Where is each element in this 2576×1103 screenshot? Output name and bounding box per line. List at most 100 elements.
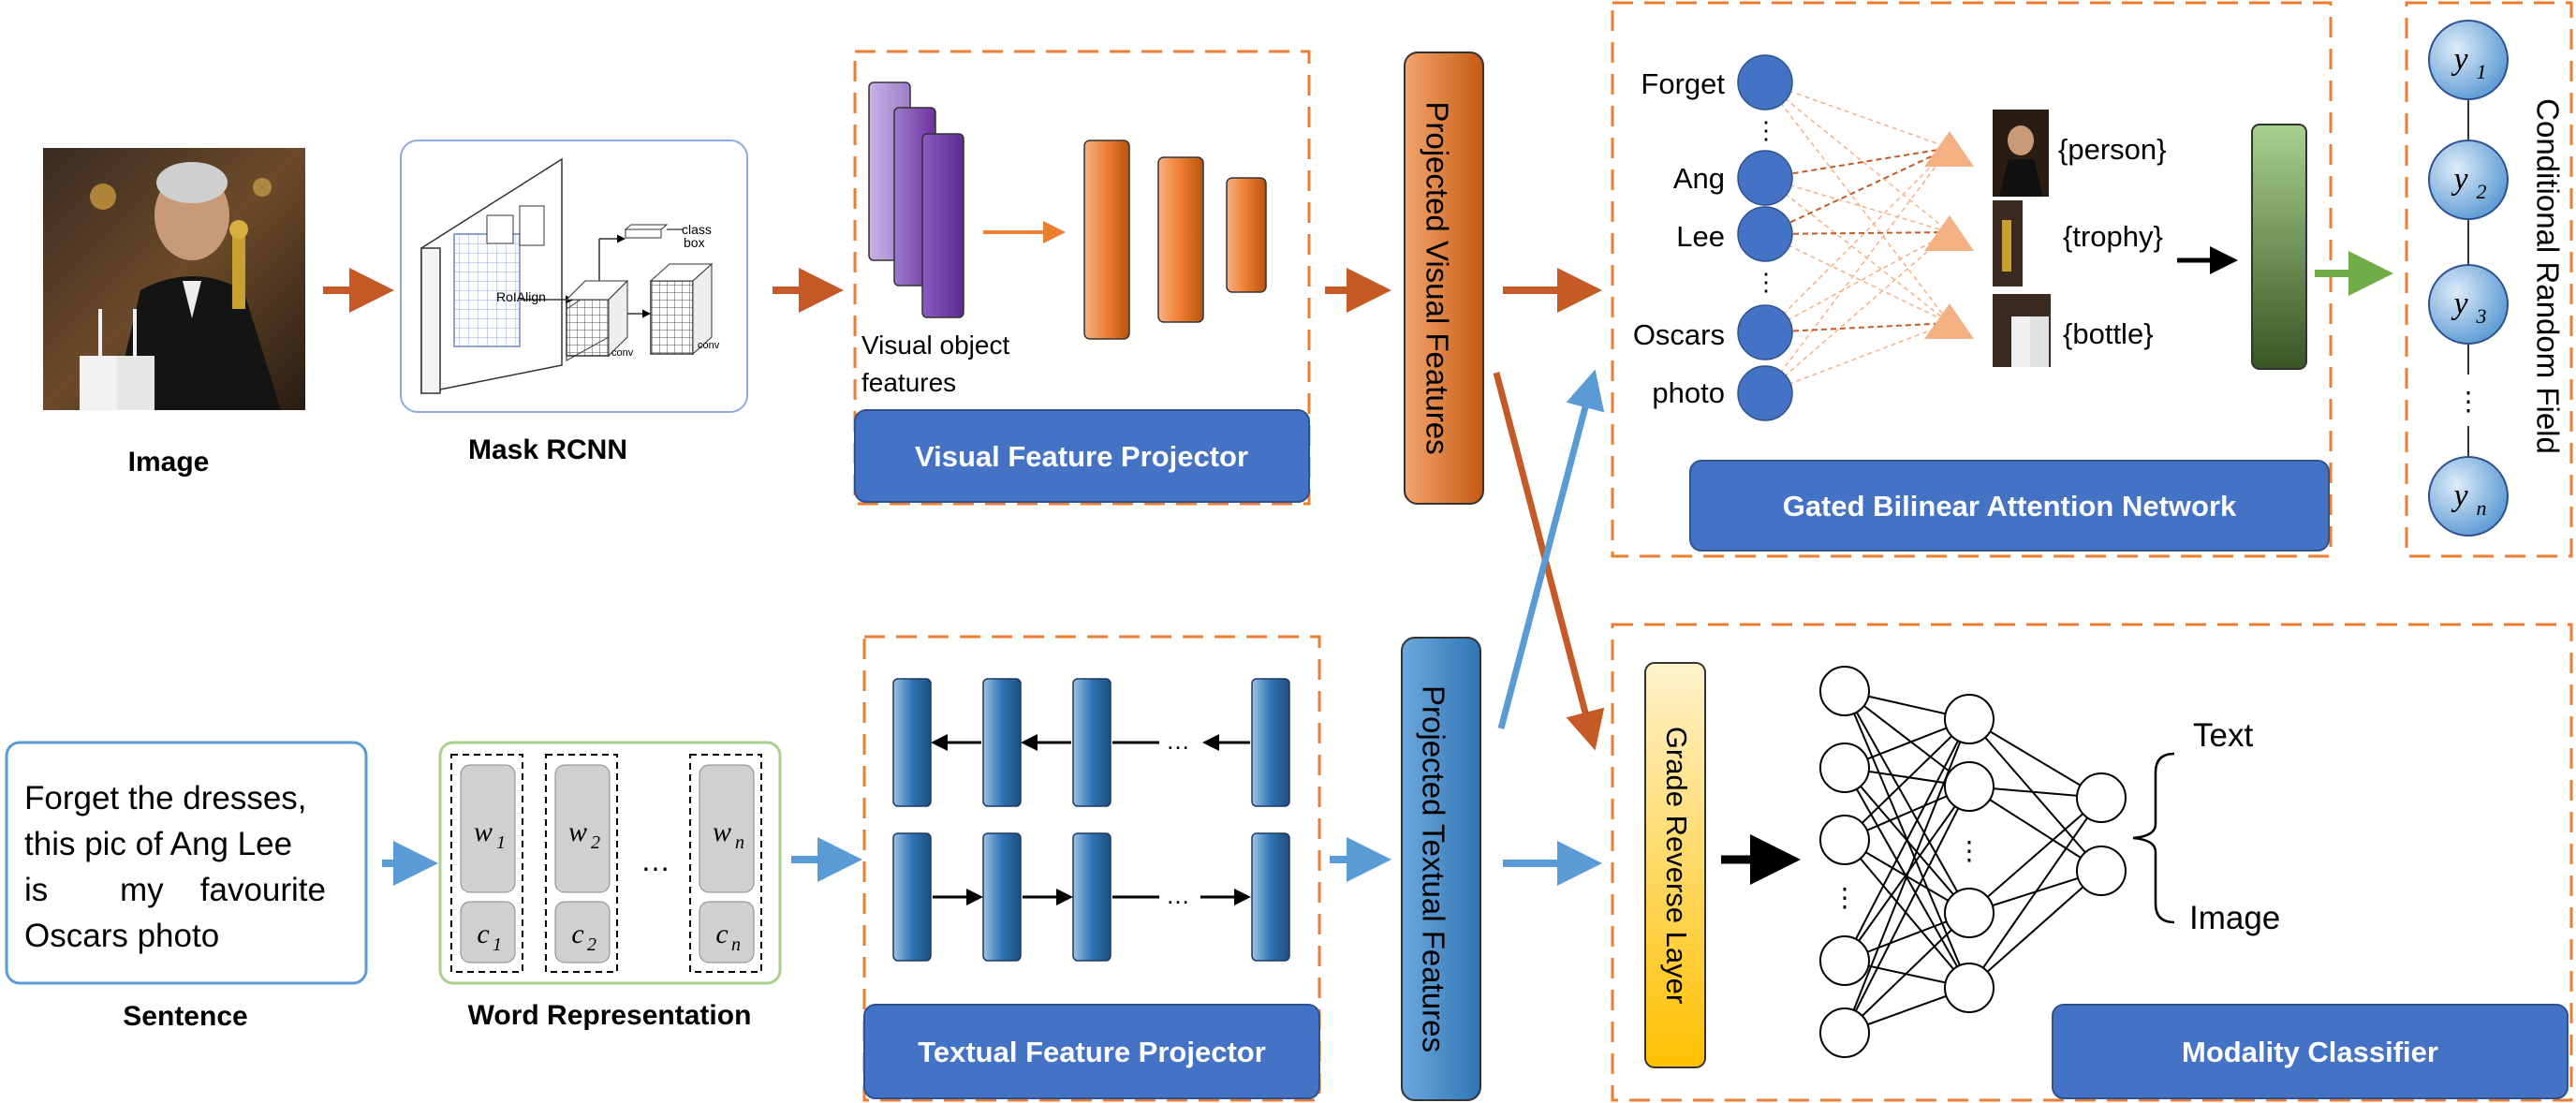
word-rep-caption: Word Representation <box>468 1000 752 1031</box>
projected-textual-features-bar: Projected Textual Features <box>1401 637 1481 1101</box>
crf-title: Conditional Random Field <box>2530 98 2565 454</box>
svg-text:Grade Reverse Layer: Grade Reverse Layer <box>1660 727 1693 1004</box>
class-label: class <box>682 222 712 237</box>
svg-text:c: c <box>477 919 489 949</box>
textual-backward-ellipsis: … <box>1166 727 1190 755</box>
gban-word-lee: Lee <box>1676 220 1725 253</box>
conv-label-1: conv <box>611 347 634 359</box>
svg-text:Textual Feature Projector: Textual Feature Projector <box>918 1036 1266 1068</box>
mask-rcnn-caption: Mask RCNN <box>468 434 627 465</box>
svg-text:Visual Feature Projector: Visual Feature Projector <box>915 440 1248 473</box>
gban-dots-1: ⋮ <box>1754 116 1778 144</box>
svg-text:y: y <box>2451 478 2468 513</box>
word-rep-column-n: w n c n <box>689 754 762 973</box>
svg-text:1: 1 <box>2477 60 2487 83</box>
gban-output-layer <box>2251 124 2307 370</box>
network-hidden-dots: ⋮ <box>1956 836 1982 865</box>
svg-text:y: y <box>2451 42 2468 77</box>
svg-text:n: n <box>2477 496 2487 520</box>
output-label-text: Text <box>2193 717 2253 754</box>
gban-dots-2: ⋮ <box>1754 268 1778 296</box>
sentence-line-1: Forget the dresses, <box>24 780 307 816</box>
svg-text:1: 1 <box>496 832 506 853</box>
textual-projector-frame <box>862 635 1321 1102</box>
projector-layers <box>1083 140 1267 340</box>
gban-object-bottle: {bottle} <box>2063 317 2154 350</box>
gban-word-photo: photo <box>1652 376 1725 409</box>
network-input-dots: ⋮ <box>1832 883 1858 912</box>
svg-text:2: 2 <box>591 832 600 853</box>
visual-projector-frame <box>853 50 1311 506</box>
gban-word-forget: Forget <box>1641 67 1725 100</box>
sentence-line-4: Oscars photo <box>24 918 219 954</box>
svg-text:Modality Classifier: Modality Classifier <box>2182 1036 2438 1068</box>
output-label-image: Image <box>2189 900 2280 936</box>
word-rep-ellipsis: … <box>640 844 670 877</box>
network-input-nodes <box>1819 666 1870 1058</box>
gated-bilinear-attention-network-button: Gated Bilinear Attention Network <box>1689 460 2330 552</box>
crf-dots: ⋮ <box>2455 387 2481 416</box>
textual-forward-ellipsis: … <box>1166 881 1190 909</box>
modality-classifier-button: Modality Classifier <box>2052 1004 2569 1099</box>
visual-features-label-1: Visual object <box>861 331 1009 360</box>
crf-node-y3: y 3 <box>2428 264 2509 345</box>
gban-attention-lines <box>1764 81 1950 394</box>
svg-text:c: c <box>715 919 728 949</box>
svg-text:y: y <box>2451 287 2468 321</box>
svg-text:Projected Textual Features: Projected Textual Features <box>1416 685 1450 1052</box>
output-brace <box>2132 752 2175 924</box>
svg-text:n: n <box>731 934 741 955</box>
svg-text:c: c <box>571 919 583 949</box>
textual-lstm-backward-row <box>892 678 1290 807</box>
mask-rcnn-box <box>400 140 748 413</box>
sentence-box <box>5 741 368 985</box>
sentence-word-my: my <box>120 872 164 908</box>
crf-node-y2: y 2 <box>2428 140 2509 220</box>
visual-feature-projector-button: Visual Feature Projector <box>854 409 1310 503</box>
modality-frame <box>1611 623 2573 1102</box>
visual-features-label-2: features <box>861 368 956 397</box>
conv-label-2: conv <box>698 340 720 351</box>
visual-object-feature-stack <box>868 81 964 318</box>
svg-text:w: w <box>713 816 731 847</box>
network-output-nodes <box>2076 772 2127 896</box>
gban-frame <box>1611 1 2333 558</box>
arrow-textual-to-gban <box>1497 369 1605 729</box>
svg-text:Gated Bilinear Attention Netwo: Gated Bilinear Attention Network <box>1783 490 2237 522</box>
roialign-label: RoIAlign <box>496 289 546 304</box>
svg-text:3: 3 <box>2476 304 2487 328</box>
gban-object-triangles <box>1924 131 1974 339</box>
box-label: box <box>684 235 705 250</box>
gban-object-crops <box>1993 110 2051 367</box>
sentence-word-favourite: favourite <box>200 872 326 908</box>
svg-text:w: w <box>568 816 587 847</box>
crf-node-yn: y n <box>2428 456 2509 537</box>
sentence-word-is: is <box>24 872 48 908</box>
crf-frame <box>2405 1 2573 558</box>
svg-text:1: 1 <box>493 934 502 955</box>
gban-word-oscars: Oscars <box>1633 318 1725 351</box>
grade-reverse-layer: Grade Reverse Layer <box>1644 662 1706 1068</box>
gban-strong-attention-lines <box>1764 147 1950 333</box>
gban-object-person: {person} <box>2058 133 2167 166</box>
svg-text:Projected Visual Features: Projected Visual Features <box>1420 101 1454 454</box>
projected-visual-features-bar: Projected Visual Features <box>1404 51 1484 505</box>
textual-feature-projector-button: Textual Feature Projector <box>863 1004 1320 1099</box>
crf-node-y1: y 1 <box>2428 20 2509 100</box>
textual-lstm-forward-row <box>892 832 1290 962</box>
image-caption: Image <box>128 447 210 478</box>
svg-text:n: n <box>735 832 744 853</box>
input-photo <box>43 148 305 410</box>
gban-word-nodes <box>1737 54 1793 421</box>
gban-word-ang: Ang <box>1673 162 1725 195</box>
sentence-caption: Sentence <box>123 1001 247 1032</box>
svg-text:w: w <box>474 816 493 847</box>
svg-text:2: 2 <box>2477 180 2487 203</box>
word-rep-column-2: w 2 c 2 <box>545 754 618 973</box>
network-hidden-nodes <box>1944 694 1995 1013</box>
sentence-line-2: this pic of Ang Lee <box>24 826 292 862</box>
word-rep-column-1: w 1 c 1 <box>450 754 523 973</box>
svg-text:y: y <box>2451 162 2468 197</box>
gban-object-trophy: {trophy} <box>2063 220 2163 253</box>
